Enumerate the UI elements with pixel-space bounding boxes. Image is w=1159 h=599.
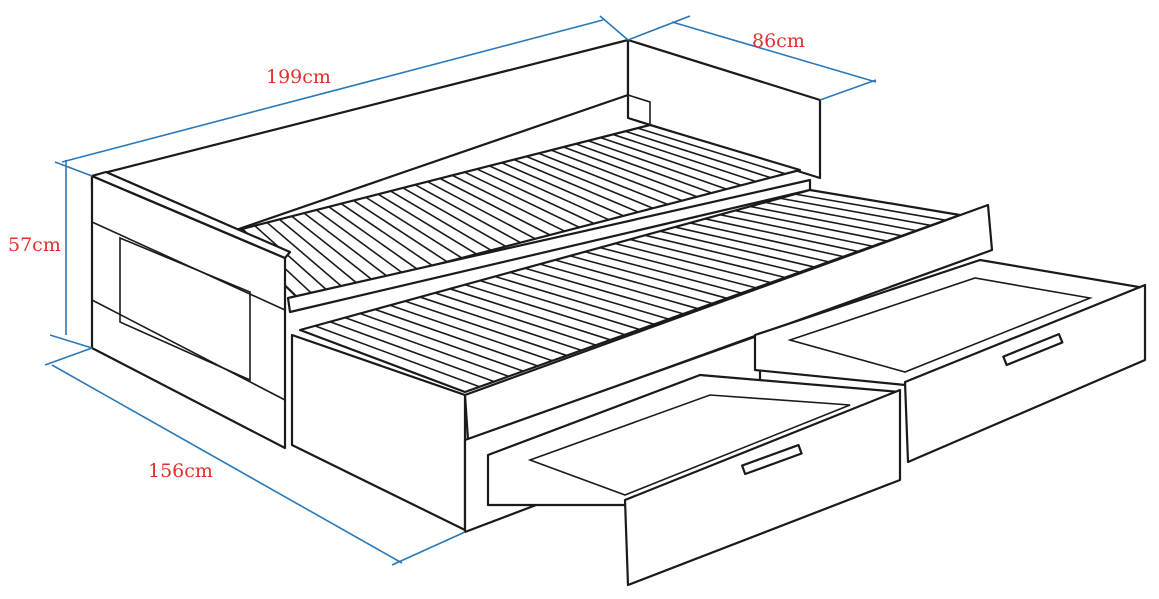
slat xyxy=(526,155,654,209)
slat xyxy=(749,205,902,237)
slat xyxy=(563,146,698,198)
slat xyxy=(419,296,582,352)
slat xyxy=(637,127,786,175)
slat xyxy=(464,283,626,336)
slat xyxy=(612,133,757,183)
slat xyxy=(464,171,580,229)
slat xyxy=(674,226,830,263)
slat xyxy=(569,255,728,300)
main-slats xyxy=(241,127,786,297)
slat xyxy=(303,212,389,278)
slat xyxy=(449,288,611,341)
slat xyxy=(538,152,668,206)
slat xyxy=(644,234,801,274)
slat xyxy=(314,325,480,388)
slat xyxy=(278,218,360,286)
left-drawer-handle xyxy=(740,443,803,476)
left-drawer-inner xyxy=(527,394,851,496)
slat xyxy=(501,162,624,217)
slat xyxy=(340,203,433,267)
height-label: 57cm xyxy=(8,234,61,256)
slat xyxy=(479,279,640,331)
trundle-front-rail xyxy=(463,203,994,442)
slat xyxy=(329,321,495,383)
slat xyxy=(377,193,477,255)
right-drawer-inner xyxy=(787,277,1093,373)
slat xyxy=(513,158,639,213)
slat xyxy=(794,193,946,221)
slat xyxy=(390,190,492,251)
slat xyxy=(315,209,404,274)
slat xyxy=(524,267,684,315)
slat xyxy=(365,196,463,259)
slat xyxy=(451,174,566,232)
slat xyxy=(476,168,595,225)
right-armrest xyxy=(626,38,822,180)
slat xyxy=(374,308,539,367)
slat xyxy=(625,130,771,179)
length-dimension-line xyxy=(61,19,604,163)
slat xyxy=(494,275,655,326)
slat xyxy=(575,143,713,194)
slat xyxy=(764,201,917,232)
slat xyxy=(584,250,742,294)
trundle-slats xyxy=(314,193,946,388)
slat xyxy=(434,292,597,346)
slat xyxy=(734,209,888,242)
left-armrest-top xyxy=(90,170,292,260)
slat xyxy=(254,225,330,293)
slat xyxy=(719,213,873,248)
slat xyxy=(291,215,375,282)
left-drawer-front xyxy=(623,388,902,587)
slat xyxy=(614,242,771,284)
slat xyxy=(704,218,859,253)
slat xyxy=(427,180,536,240)
extended-width-label: 156cm xyxy=(148,460,213,482)
slat xyxy=(550,149,683,202)
slat xyxy=(599,246,757,289)
slat xyxy=(414,184,521,244)
slat xyxy=(509,271,670,320)
right-drawer-front xyxy=(903,283,1147,464)
dimension-lines xyxy=(44,15,877,566)
slat xyxy=(779,197,932,227)
slat xyxy=(266,221,345,290)
bed-outline xyxy=(90,38,1147,587)
slat xyxy=(353,199,448,263)
slat xyxy=(539,263,699,310)
slat xyxy=(359,312,524,372)
slat xyxy=(629,238,786,279)
slat xyxy=(489,165,610,221)
slat xyxy=(328,206,419,271)
right-drawer-handle xyxy=(1002,333,1064,367)
slat xyxy=(659,230,815,268)
slat xyxy=(344,316,509,378)
slat xyxy=(404,300,568,357)
depth-label: 86cm xyxy=(752,30,805,52)
slat xyxy=(689,222,844,258)
slat xyxy=(587,139,727,190)
width-dimension-line xyxy=(51,364,403,564)
slat xyxy=(439,177,551,236)
slat xyxy=(554,259,713,305)
depth-dimension-line xyxy=(671,21,877,83)
length-label: 199cm xyxy=(266,66,331,88)
slat xyxy=(600,136,742,187)
slat xyxy=(389,304,553,362)
slat xyxy=(402,187,507,248)
